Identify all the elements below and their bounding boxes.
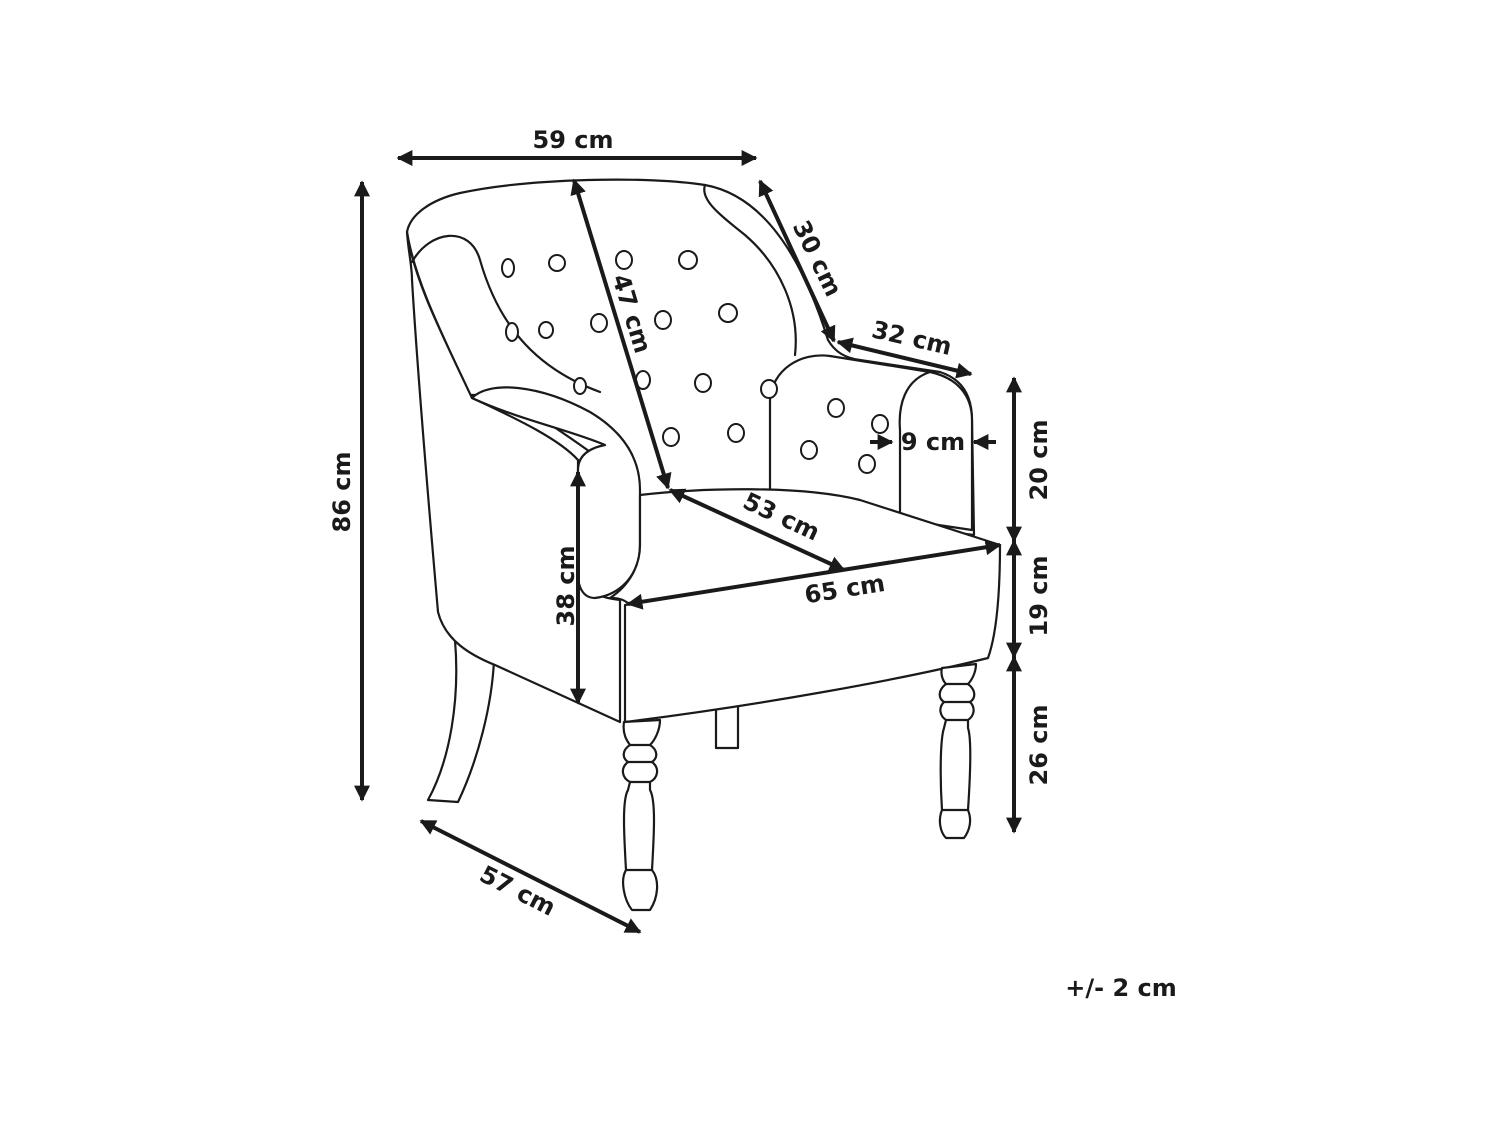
tuft-button (654, 310, 672, 330)
dim-arrow-seat-width (626, 539, 1002, 610)
label-armrest-width: 9 cm (901, 428, 965, 456)
tuft-button (858, 454, 876, 474)
tuft-button (694, 373, 712, 393)
tuft-button (501, 258, 515, 278)
tuft-button (800, 440, 818, 460)
tuft-button (760, 379, 778, 399)
front-left-leg (621, 718, 662, 912)
tuft-button (662, 427, 680, 447)
label-top-width: 59 cm (533, 126, 614, 154)
tuft-button (727, 423, 745, 443)
dimension-lines (354, 150, 1022, 934)
label-total-height: 86 cm (328, 452, 356, 533)
chair-left-side (405, 230, 622, 724)
label-armrest-height: 20 cm (1025, 420, 1053, 501)
tuft-button (538, 321, 554, 339)
tuft-button (548, 254, 566, 272)
tuft-button (590, 313, 608, 333)
dim-arrow-back-depth (758, 179, 836, 343)
tuft-button (505, 322, 519, 342)
dim-arrow-total-depth (419, 819, 642, 934)
tuft-button (573, 377, 587, 395)
label-seat-height: 38 cm (552, 546, 580, 627)
tuft-button (871, 414, 889, 434)
label-seat-thickness: 19 cm (1025, 556, 1053, 637)
tuft-button (718, 303, 738, 323)
dim-arrow-backrest-height (570, 178, 672, 490)
armchair-drawing (405, 178, 1002, 912)
dim-arrow-armrest-length (836, 337, 973, 379)
label-leg-height: 26 cm (1025, 705, 1053, 786)
back-inner-curve (410, 234, 602, 394)
tuft-button (678, 250, 698, 270)
rear-left-leg (426, 638, 496, 804)
tolerance-note: +/- 2 cm (1065, 974, 1176, 1002)
tuft-button (827, 398, 845, 418)
front-right-leg (938, 662, 978, 840)
tuft-button (615, 250, 633, 270)
